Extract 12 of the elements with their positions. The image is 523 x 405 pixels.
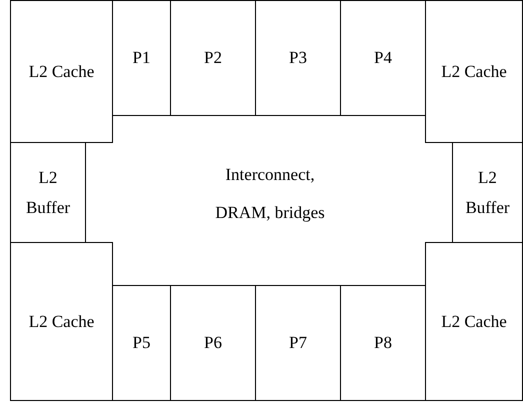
buffer-block: L2 Buffer xyxy=(452,142,523,243)
cache-block: L2 Cache xyxy=(425,0,523,143)
cache-block: L2 Cache xyxy=(425,242,523,401)
cache-block: L2 Cache xyxy=(10,0,113,143)
processor-block: P6 xyxy=(170,285,256,401)
processor-block: P8 xyxy=(340,285,426,401)
chip-outline xyxy=(10,0,522,400)
cache-block: L2 Cache xyxy=(10,242,113,401)
block-label: Interconnect, DRAM, bridges xyxy=(214,164,326,224)
processor-block: P7 xyxy=(255,285,341,401)
buffer-block: L2 Buffer xyxy=(10,142,86,243)
processor-block: P5 xyxy=(112,285,171,401)
